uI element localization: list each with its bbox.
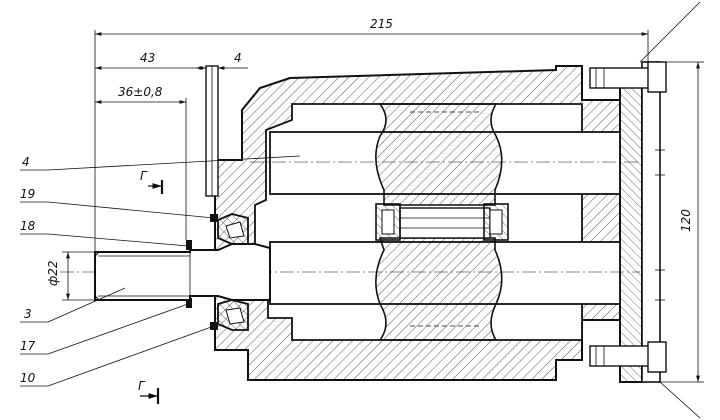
dimension-36: 36±0,8 bbox=[95, 85, 187, 240]
gear-upper-teeth bbox=[375, 103, 503, 206]
callout-10: 10 bbox=[20, 325, 215, 387]
dim-43-label: 43 bbox=[140, 51, 155, 65]
gear-lower-teeth bbox=[375, 237, 503, 341]
section-mark-top-label: Г bbox=[140, 169, 148, 183]
section-mark-bottom: Г bbox=[138, 379, 160, 404]
callout-3-label: 3 bbox=[24, 307, 32, 321]
callout-18: 18 bbox=[20, 219, 189, 247]
dim-diameter-label: ф22 bbox=[46, 260, 60, 286]
callout-4: 4 bbox=[20, 155, 301, 171]
callout-18-label: 18 bbox=[20, 219, 36, 233]
cover-plate bbox=[619, 71, 643, 383]
left-flange-step bbox=[205, 65, 219, 197]
section-mark-bottom-label: Г bbox=[138, 379, 146, 393]
callout-10-label: 10 bbox=[20, 371, 36, 385]
bolt-head-top bbox=[647, 61, 667, 93]
ring-17 bbox=[186, 298, 192, 308]
shaft-body bbox=[94, 243, 271, 301]
dimension-4: 4 bbox=[196, 51, 248, 70]
callout-19: 19 bbox=[20, 187, 215, 219]
cover-flange bbox=[641, 61, 661, 383]
seal-upper bbox=[217, 213, 249, 245]
seal-lower bbox=[217, 299, 249, 331]
bolt-bottom bbox=[589, 345, 651, 367]
bridge-core bbox=[399, 207, 491, 239]
dim-120-label: 120 bbox=[679, 209, 693, 232]
dim-215-label: 215 bbox=[370, 17, 393, 31]
bolt-head-bottom bbox=[647, 341, 667, 373]
section-mark-top: Г bbox=[140, 169, 164, 194]
callout-17: 17 bbox=[20, 303, 189, 355]
callout-17-label: 17 bbox=[20, 339, 36, 353]
dimension-43: 43 bbox=[95, 51, 206, 70]
gear-lower bbox=[60, 237, 640, 341]
callout-3: 3 bbox=[20, 287, 126, 323]
dim-36-label: 36±0,8 bbox=[118, 85, 163, 99]
dim-4-label: 4 bbox=[234, 51, 242, 65]
callout-19-label: 19 bbox=[20, 187, 35, 201]
dimension-120: 120 bbox=[660, 61, 704, 383]
drive-shaft bbox=[94, 243, 271, 301]
bolt-top bbox=[589, 67, 651, 89]
callout-4-label: 4 bbox=[22, 155, 30, 169]
center-bridge bbox=[375, 203, 509, 241]
ring-18 bbox=[186, 240, 192, 250]
end-cover bbox=[589, 61, 667, 383]
dimension-diameter: ф22 bbox=[46, 251, 95, 301]
